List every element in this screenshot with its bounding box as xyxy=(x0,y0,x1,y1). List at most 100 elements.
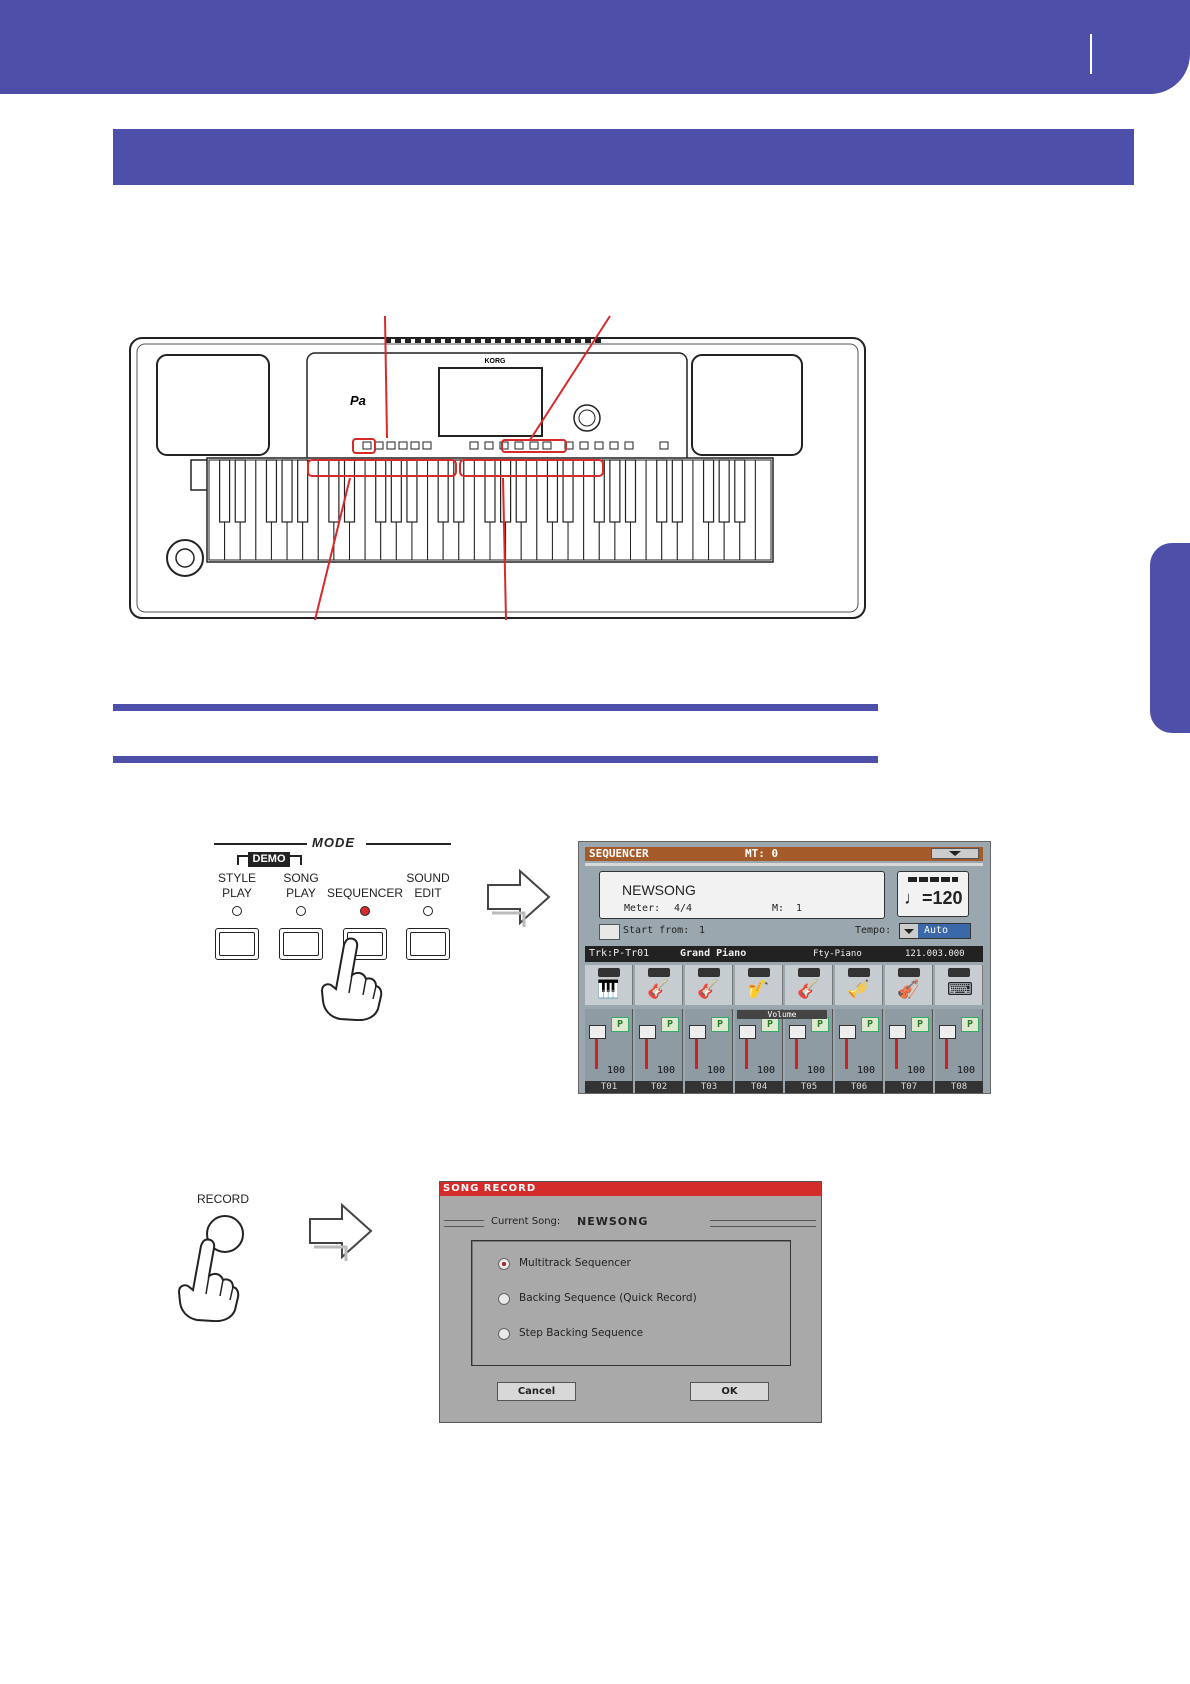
play-status-button[interactable]: P xyxy=(711,1017,729,1032)
black-key xyxy=(375,459,387,523)
tempo-box[interactable]: ♩=120 xyxy=(897,871,969,917)
track-instrument-cell[interactable]: 🎸 xyxy=(635,965,683,1005)
play-status-button[interactable]: P xyxy=(861,1017,879,1032)
black-key xyxy=(702,459,715,523)
mode-button-label-top: STYLE xyxy=(217,871,256,885)
track-label: T04 xyxy=(735,1081,783,1093)
mode-led xyxy=(232,906,242,916)
current-song-label: Current Song: xyxy=(491,1216,561,1227)
play-status-button[interactable]: P xyxy=(961,1017,979,1032)
track-id: Trk:P-Tr01 xyxy=(589,948,650,959)
panel-brand-label: KORG xyxy=(485,358,507,365)
tempo-value: ♩=120 xyxy=(904,888,963,908)
track-mixer-cell: P 100 xyxy=(935,1009,983,1081)
volume-slider-track[interactable] xyxy=(595,1027,598,1069)
track-instrument-cell[interactable]: 🎸 xyxy=(785,965,833,1005)
record-mode-radio[interactable] xyxy=(498,1293,510,1305)
play-status-button[interactable]: P xyxy=(811,1017,829,1032)
track-label: T01 xyxy=(585,1081,633,1093)
track-label: T02 xyxy=(635,1081,683,1093)
black-key xyxy=(546,459,559,523)
volume-slider-track[interactable] xyxy=(745,1027,748,1069)
track-sound: Grand Piano xyxy=(680,948,747,959)
black-key xyxy=(219,459,231,523)
track-instrument-cell[interactable]: 🎸 xyxy=(685,965,733,1005)
tempo-mode-arrow xyxy=(900,924,918,938)
play-status-button[interactable]: P xyxy=(761,1017,779,1032)
mode-button-label-bottom: PLAY xyxy=(286,886,316,900)
menu-dropdown-button[interactable] xyxy=(931,848,979,859)
volume-slider-knob[interactable] xyxy=(889,1025,906,1039)
mode-button-label-top: SONG xyxy=(283,871,319,885)
current-song-value: NEWSONG xyxy=(577,1215,649,1228)
black-key xyxy=(234,459,246,523)
brass-icon: 🎺 xyxy=(847,979,870,1000)
volume-slider-track[interactable] xyxy=(845,1027,848,1069)
black-key xyxy=(453,459,465,523)
chevron-down-icon xyxy=(904,929,914,934)
black-key xyxy=(406,459,418,523)
volume-slider-knob[interactable] xyxy=(739,1025,756,1039)
track-label: T06 xyxy=(835,1081,883,1093)
record-mode-label: Step Backing Sequence xyxy=(519,1327,644,1339)
track-instrument-cell[interactable]: 🎺 xyxy=(835,965,883,1005)
volume-value: 100 xyxy=(957,1065,976,1076)
chevron-down-icon xyxy=(949,851,961,856)
white-key xyxy=(754,459,772,561)
mode-button[interactable] xyxy=(406,928,450,960)
volume-slider-track[interactable] xyxy=(895,1027,898,1069)
mode-rule-right xyxy=(366,843,451,845)
cancel-button[interactable]: Cancel xyxy=(497,1382,576,1401)
volume-slider-knob[interactable] xyxy=(689,1025,706,1039)
black-key xyxy=(328,459,340,523)
section-title-bar xyxy=(113,129,1134,185)
volume-slider-track[interactable] xyxy=(645,1027,648,1069)
volume-slider-knob[interactable] xyxy=(789,1025,806,1039)
track-position: 121.003.000 xyxy=(905,949,965,959)
record-mode-radio[interactable] xyxy=(498,1328,510,1340)
volume-slider-track[interactable] xyxy=(945,1027,948,1069)
start-from-checkbox[interactable] xyxy=(599,924,620,940)
mode-button[interactable] xyxy=(279,928,323,960)
volume-slider-knob[interactable] xyxy=(639,1025,656,1039)
record-mode-radio[interactable] xyxy=(498,1258,510,1270)
next-arrow-icon xyxy=(487,868,551,927)
mode-led xyxy=(296,906,306,916)
next-arrow-icon xyxy=(309,1202,373,1261)
volume-slider-knob[interactable] xyxy=(589,1025,606,1039)
volume-label: Volume xyxy=(737,1010,827,1019)
track-label: T05 xyxy=(785,1081,833,1093)
track-instrument-cell[interactable]: 🎻 xyxy=(885,965,933,1005)
volume-slider-knob[interactable] xyxy=(839,1025,856,1039)
black-key xyxy=(515,459,527,523)
volume-slider-track[interactable] xyxy=(695,1027,698,1069)
subsection-rule-top xyxy=(113,704,878,711)
play-status-button[interactable]: P xyxy=(661,1017,679,1032)
demo-label: DEMO xyxy=(248,852,290,867)
song-record-title: SONG RECORD xyxy=(440,1182,821,1196)
chapter-side-tab xyxy=(1150,543,1190,733)
black-key xyxy=(734,459,746,523)
play-status-button[interactable]: P xyxy=(611,1017,629,1032)
measure-value: 1 xyxy=(796,903,803,914)
black-key xyxy=(624,459,637,523)
mode-button[interactable] xyxy=(215,928,259,960)
ok-button[interactable]: OK xyxy=(690,1382,769,1401)
black-key xyxy=(500,459,512,523)
tempo-mode-value: Auto xyxy=(924,925,949,936)
header-band xyxy=(0,0,1190,94)
track-instrument-cell[interactable]: 🎹 xyxy=(585,965,633,1005)
volume-slider-track[interactable] xyxy=(795,1027,798,1069)
track-info-bar: Trk:P-Tr01 Grand Piano Fty-Piano 121.003… xyxy=(585,946,983,962)
record-mode-label: Multitrack Sequencer xyxy=(519,1257,631,1269)
play-status-button[interactable]: P xyxy=(911,1017,929,1032)
mode-button-label-top: SOUND xyxy=(406,871,450,885)
song-record-dialog: SONG RECORD Current Song: NEWSONG Multit… xyxy=(439,1181,822,1423)
volume-slider-knob[interactable] xyxy=(939,1025,956,1039)
track-instrument-cell[interactable]: ⌨ xyxy=(935,965,983,1005)
tempo-mode-select[interactable]: Auto xyxy=(899,923,971,939)
track-instrument-cell[interactable]: 🎷 xyxy=(735,965,783,1005)
